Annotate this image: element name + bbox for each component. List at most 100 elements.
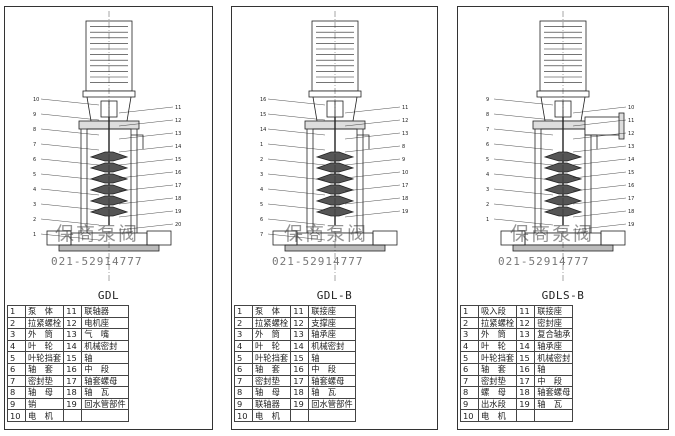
part-number: 8 [234, 386, 253, 399]
callout-number: 14 [628, 157, 634, 163]
part-name: 叶 轮 [251, 339, 292, 353]
part-name: 电 机 [251, 409, 292, 422]
part-name: 外 筒 [251, 328, 292, 341]
part-name: 机械密封 [308, 339, 356, 353]
leader-line [267, 113, 326, 121]
callout-number: 11 [402, 105, 408, 111]
part-name: 螺 母 [477, 386, 518, 399]
part-name: 机械密封 [81, 339, 129, 353]
callout-number: 1 [486, 217, 489, 223]
part-number: 17 [516, 374, 536, 388]
leader-line [493, 203, 554, 211]
part-number: 8 [7, 386, 26, 399]
callout-number: 18 [402, 196, 408, 202]
callout-number: 3 [33, 202, 36, 208]
part-number: 10 [7, 409, 26, 422]
leader-line [118, 210, 174, 218]
outlet-pipe [146, 230, 172, 246]
leader-line [344, 171, 401, 179]
callout-number: 12 [628, 131, 634, 137]
callout-number: 3 [260, 172, 263, 178]
part-number: 19 [63, 397, 83, 411]
part-number: 3 [460, 328, 479, 341]
callout-number: 20 [175, 222, 181, 228]
callout-number: 13 [628, 144, 634, 150]
callout-number: 1 [33, 232, 36, 238]
leader-line [267, 143, 326, 151]
part-name: 轴 瓦 [534, 397, 574, 411]
part-number: 1 [460, 305, 479, 318]
leader-line [572, 184, 627, 192]
part-number: 13 [516, 328, 536, 341]
part-number: 10 [460, 409, 479, 422]
callout-number: 18 [175, 196, 181, 202]
part-number: 17 [290, 374, 310, 388]
part-number: 4 [234, 339, 253, 353]
part-name: 外 筒 [477, 328, 518, 341]
watermark-brand: 保商泵阀 [284, 223, 369, 245]
part-number: 7 [234, 374, 253, 388]
side-outlet-flange [618, 112, 625, 140]
part-name: 泵 体 [24, 305, 65, 318]
leader-line [572, 197, 627, 205]
leader-line [572, 223, 627, 231]
part-name [308, 409, 356, 422]
part-name: 轴 [534, 362, 574, 376]
part-name: 轴套螺母 [308, 374, 356, 388]
part-name: 轴套螺母 [534, 386, 574, 399]
callout-number: 5 [33, 172, 36, 178]
leader-line [118, 171, 174, 179]
leader-line [40, 113, 100, 121]
callout-number: 1 [260, 142, 263, 148]
callout-number: 6 [486, 142, 489, 148]
part-name: 轴 瓦 [308, 386, 356, 399]
callout-number: 11 [175, 105, 181, 111]
callout-number: 17 [628, 196, 634, 202]
part-number: 9 [460, 397, 479, 411]
return-water-pipe [585, 134, 598, 149]
callout-number: 10 [628, 105, 634, 111]
watermark-brand: 保商泵阀 [510, 223, 595, 245]
leader-line [572, 119, 627, 127]
part-name: 中 段 [308, 362, 356, 376]
part-number: 12 [290, 316, 310, 330]
part-name: 拉紧螺栓 [251, 316, 292, 330]
callout-number: 19 [628, 222, 634, 228]
part-name: 叶轮挡套 [251, 351, 292, 364]
part-number: 7 [7, 374, 26, 388]
part-name: 机械密封 [534, 351, 574, 364]
leader-line [118, 223, 174, 231]
part-number: 5 [460, 351, 479, 364]
leader-line [572, 158, 627, 166]
leader-line [572, 145, 627, 153]
part-number: 13 [63, 328, 83, 341]
leader-line [267, 188, 326, 196]
callout-number: 13 [402, 131, 408, 137]
side-outlet [584, 116, 622, 136]
part-number: 6 [7, 362, 26, 376]
leader-line [493, 218, 554, 226]
part-number: 7 [460, 374, 479, 388]
callout-number: 6 [260, 217, 263, 223]
leader-line [118, 132, 174, 140]
leader-line [118, 158, 174, 166]
part-name: 轴承座 [308, 328, 356, 341]
leader-line [40, 158, 100, 166]
part-name: 气 嘴 [81, 328, 129, 341]
part-name: 轴 套 [477, 362, 518, 376]
watermark-phone: 021-52914777 [51, 255, 143, 268]
part-name: 叶轮挡套 [24, 351, 65, 364]
part-number: 13 [290, 328, 310, 341]
part-number: 18 [290, 386, 310, 399]
